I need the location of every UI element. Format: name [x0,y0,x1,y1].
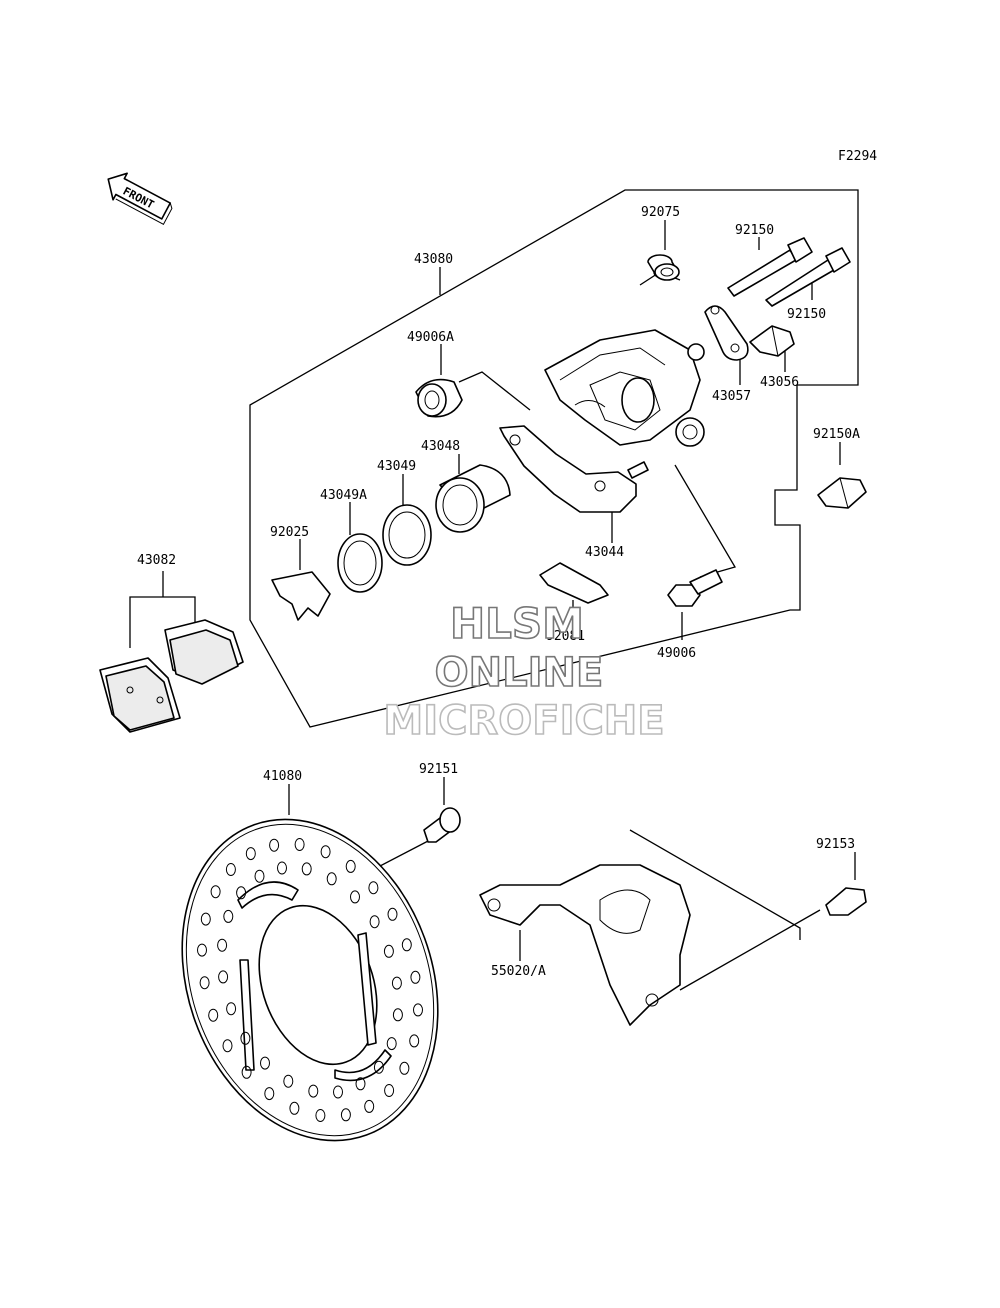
disc-hole [200,912,211,926]
label-92150A: 92150A [813,427,860,442]
disc-hole [399,1061,410,1075]
part-92081-spring [539,562,609,604]
label-43080: 43080 [414,252,453,267]
part-43044-bracket [499,425,649,513]
disc-hole [264,1087,275,1101]
part-49006-pin [667,569,723,607]
disc-hole [269,838,280,852]
part-43082-pads [99,619,244,733]
disc-hole [410,970,421,984]
disc-hole [217,938,228,952]
disc-hole [384,1084,395,1097]
leader-lines [288,220,856,991]
disc-hole [392,1008,403,1022]
watermark-line1: HLSM [450,599,584,648]
disc-hole [373,1060,384,1074]
part-92150A-bolt [817,477,867,509]
label-92075: 92075 [641,205,680,220]
label-43082: 43082 [137,553,176,568]
disc-hole [222,1039,233,1053]
disc-hole [210,885,221,899]
label-92081: 92081 [546,629,585,644]
disc-hole [289,1101,300,1115]
front-arrow-icon: FRONT [107,172,173,225]
disc-hole [254,869,265,883]
disc-hole [223,909,234,923]
part-92025-clip [271,571,331,621]
disc-hole [245,847,256,861]
part-92151-bolt [423,807,461,843]
disc-hole [241,1065,252,1079]
disc-hole [369,915,380,929]
label-92151: 92151 [419,762,458,777]
disc-hole [218,970,229,984]
label-49006A: 49006A [407,330,454,345]
disc-hole [240,1031,251,1045]
part-92150-pins [727,237,851,307]
disc-hole [326,872,337,886]
label-43044: 43044 [585,545,624,560]
watermark-line3: MICROFICHE [383,698,664,744]
disc-hole [236,886,247,900]
disc-hole [350,890,360,904]
part-92075-bushing [647,254,680,281]
watermark-line2: ONLINE [435,650,604,696]
label-55020A: 55020/A [491,964,546,979]
disc-hole [197,943,207,957]
part-41080-disc [181,818,439,1142]
disc-hole [340,1108,351,1122]
part-92153-bolt [825,887,867,916]
disc-hole [225,863,236,876]
part-43056-bleeder [749,325,795,357]
disc-hole [315,1109,326,1122]
part-43049A-seal [337,533,383,593]
part-caliper-body [544,329,705,447]
disc-hole [387,907,398,921]
disc-holes [197,838,423,1122]
label-92153: 92153 [816,837,855,852]
disc-hole [199,976,210,990]
disc-hole [226,1002,237,1016]
disc-hole [260,1056,270,1070]
disc-hole [333,1085,343,1099]
disc-hole [320,845,331,859]
disc-hole [294,838,305,851]
disc-hole [383,944,394,958]
disc-hole [364,1099,375,1113]
disc-hole [401,938,412,952]
part-43057-link [704,305,749,361]
caliper-assembly-outline [249,189,859,728]
disc-hole [277,861,287,875]
disc-hole [386,1037,397,1051]
label-92150-bottom: 92150 [787,307,826,322]
label-92025: 92025 [270,525,309,540]
disc-hole [308,1084,319,1098]
label-49006: 49006 [657,646,696,661]
part-55020A-bracket [479,864,691,1026]
disc-hole [283,1074,294,1088]
part-49006A-boot [415,378,463,418]
disc-hole [391,976,402,990]
label-41080: 41080 [263,769,302,784]
label-43048: 43048 [421,439,460,454]
label-43049: 43049 [377,459,416,474]
part-43048-piston [435,464,511,533]
disc-hole [409,1034,420,1048]
disc-hole [413,1003,423,1017]
label-92150-top: 92150 [735,223,774,238]
disc-hole [301,862,312,876]
figure-code: F2294 [838,149,877,164]
disc-hole [368,881,379,895]
disc-hole [345,859,356,873]
disc-hole [355,1077,366,1091]
label-43056: 43056 [760,375,799,390]
disc-hole [208,1008,219,1022]
label-43049A: 43049A [320,488,367,503]
part-43049-seal [382,504,432,566]
label-43057: 43057 [712,389,751,404]
